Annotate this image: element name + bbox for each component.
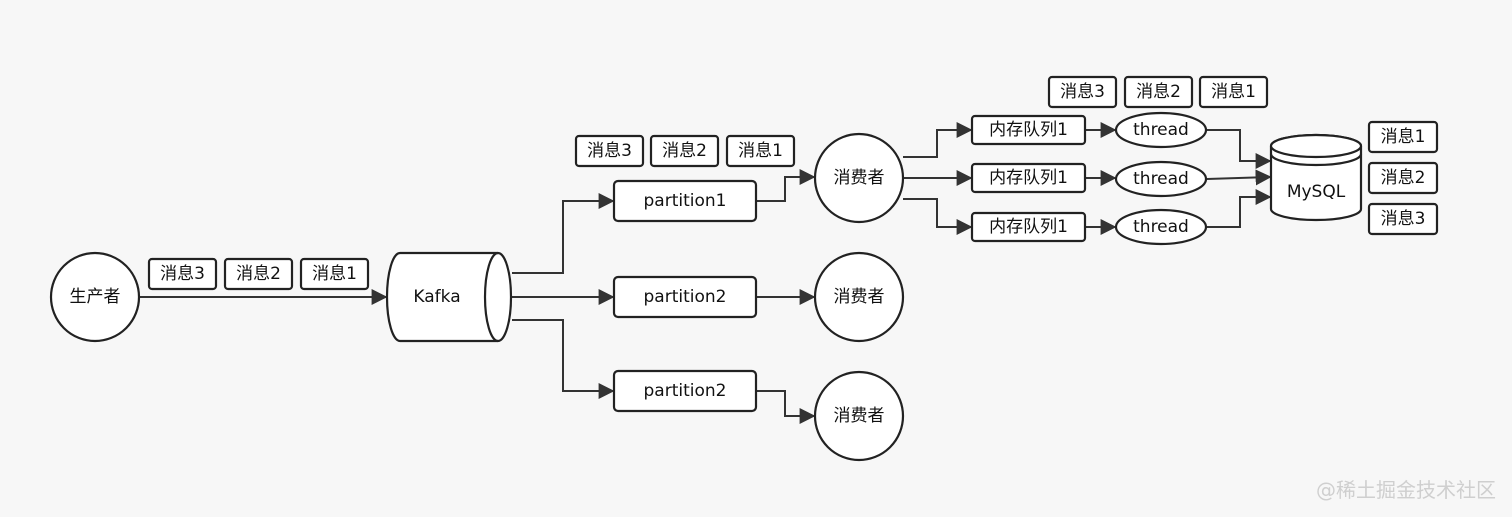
edge-partition1-consumer xyxy=(756,169,816,202)
queue-label-3: 内存队列1 xyxy=(989,217,1068,237)
queue-msg-2: 消息2 xyxy=(1136,82,1181,102)
consumer-label-2: 消费者 xyxy=(834,287,885,307)
thread-node-1: thread xyxy=(1114,111,1208,149)
kafka-label: Kafka xyxy=(413,287,460,307)
partition-msg-2: 消息2 xyxy=(662,141,707,161)
producer-msg-1: 消息3 xyxy=(160,264,205,284)
queue-label-1: 内存队列1 xyxy=(989,120,1068,140)
edge-consumer-queue3 xyxy=(903,198,973,235)
consumer-node-2: 消费者 xyxy=(813,251,905,343)
thread-label-2: thread xyxy=(1133,169,1189,189)
queue-node-3: 内存队列1 xyxy=(970,211,1087,243)
thread-node-3: thread xyxy=(1114,208,1208,246)
producer-label: 生产者 xyxy=(70,287,121,307)
queue-messages: 消息3 消息2 消息1 xyxy=(1047,75,1269,109)
partition-msg-1: 消息3 xyxy=(587,141,632,161)
mysql-msg-2: 消息2 xyxy=(1381,168,1426,188)
partition-label-1: partition1 xyxy=(644,191,727,211)
edges xyxy=(139,122,1272,424)
edge-kafka-partition2b xyxy=(512,319,615,399)
queue-node-2: 内存队列1 xyxy=(970,162,1087,194)
partition-messages: 消息3 消息2 消息1 xyxy=(574,134,796,168)
edge-partition2b-consumer xyxy=(756,390,816,424)
edge-thread3-mysql xyxy=(1207,189,1272,228)
consumer-node-3: 消费者 xyxy=(813,370,905,462)
mysql-node: MySQL xyxy=(1269,133,1363,222)
partition-label-2: partition2 xyxy=(644,287,727,307)
edge-consumer-queue1 xyxy=(903,122,973,158)
mysql-msg-1: 消息1 xyxy=(1381,127,1426,147)
partition-node-3: partition2 xyxy=(612,369,758,413)
queue-node-1: 内存队列1 xyxy=(970,114,1087,146)
thread-label-3: thread xyxy=(1133,217,1189,237)
thread-label-1: thread xyxy=(1133,120,1189,140)
edge-thread1-mysql xyxy=(1207,129,1272,169)
mysql-label: MySQL xyxy=(1287,182,1346,202)
partition-msg-3: 消息1 xyxy=(738,141,783,161)
consumer-node-1: 消费者 xyxy=(813,132,905,224)
producer-msg-2: 消息2 xyxy=(236,264,281,284)
partition-label-3: partition2 xyxy=(644,381,727,401)
edge-thread2-mysql xyxy=(1206,169,1272,186)
watermark: @稀土掘金技术社区 xyxy=(1316,478,1496,502)
queue-msg-1: 消息3 xyxy=(1060,82,1105,102)
producer-msg-3: 消息1 xyxy=(312,264,357,284)
thread-node-2: thread xyxy=(1114,160,1208,198)
mysql-messages: 消息1 消息2 消息3 xyxy=(1367,120,1439,236)
producer-messages: 消息3 消息2 消息1 xyxy=(147,257,370,291)
consumer-label-3: 消费者 xyxy=(834,406,885,426)
mysql-msg-3: 消息3 xyxy=(1381,209,1426,229)
edge-kafka-partition1 xyxy=(512,193,615,274)
partition-node-2: partition2 xyxy=(612,275,758,319)
queue-msg-3: 消息1 xyxy=(1211,82,1256,102)
kafka-node: Kafka xyxy=(385,251,513,343)
producer-node: 生产者 xyxy=(49,251,141,343)
partition-node-1: partition1 xyxy=(612,179,758,223)
consumer-label-1: 消费者 xyxy=(834,168,885,188)
queue-label-2: 内存队列1 xyxy=(989,168,1068,188)
